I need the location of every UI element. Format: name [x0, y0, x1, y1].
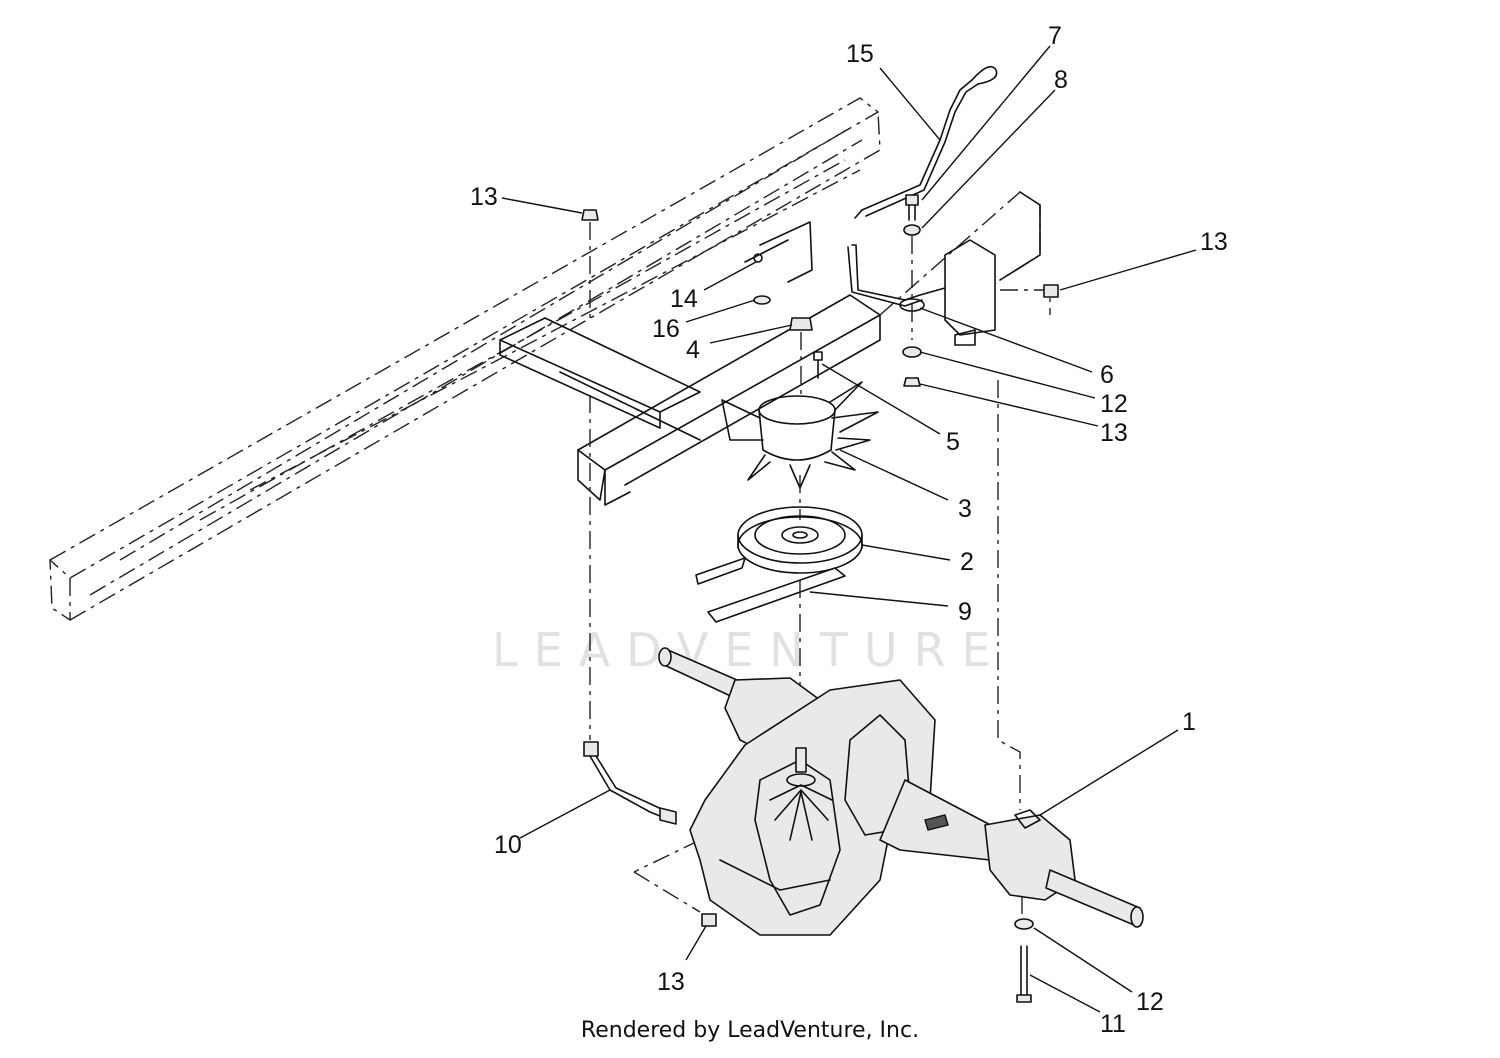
frame-rail-right [879, 191, 1051, 346]
callout-7: 7 [1048, 22, 1062, 50]
drive-belt [695, 557, 846, 690]
shift-linkage [583, 741, 677, 825]
callout-6: 6 [1100, 361, 1114, 389]
leader-lines [501, 45, 1197, 1013]
callout-10: 10 [494, 831, 522, 859]
callout-13-top-right: 13 [1200, 228, 1228, 256]
callout-1: 1 [1182, 708, 1196, 736]
callout-15: 15 [846, 40, 874, 68]
render-credit: Rendered by LeadVenture, Inc. [580, 1018, 920, 1043]
callout-8: 8 [1054, 66, 1068, 94]
callout-5: 5 [946, 428, 960, 456]
callout-3: 3 [958, 495, 972, 523]
watermark-text: LEADVENTURE [492, 623, 1007, 677]
callouts: 15 7 8 13 13 14 16 4 6 12 13 5 3 2 9 1 1… [470, 22, 1228, 1038]
callout-12-top: 12 [1100, 390, 1128, 418]
cooling-fan [721, 381, 879, 489]
callout-13-top-left: 13 [470, 183, 498, 211]
bolt-stack-7-8-12-13 [902, 194, 922, 387]
callout-14: 14 [670, 285, 698, 313]
frame-rail-left [48, 97, 881, 622]
callout-13-bottom: 13 [657, 968, 685, 996]
callout-11: 11 [1100, 1010, 1126, 1038]
small-hardware [581, 209, 1059, 400]
drive-pulley [737, 475, 863, 574]
callout-4: 4 [686, 336, 700, 364]
callout-2: 2 [960, 548, 974, 576]
callout-16: 16 [652, 315, 680, 343]
pivot-bracket [847, 244, 946, 312]
callout-12-bottom: 12 [1136, 988, 1164, 1016]
bottom-hardware [701, 913, 1034, 1003]
cross-member [499, 221, 881, 506]
transaxle [658, 647, 1144, 936]
mounting-lines [589, 380, 1023, 915]
callout-9: 9 [958, 598, 972, 626]
callout-13-mid: 13 [1100, 419, 1128, 447]
